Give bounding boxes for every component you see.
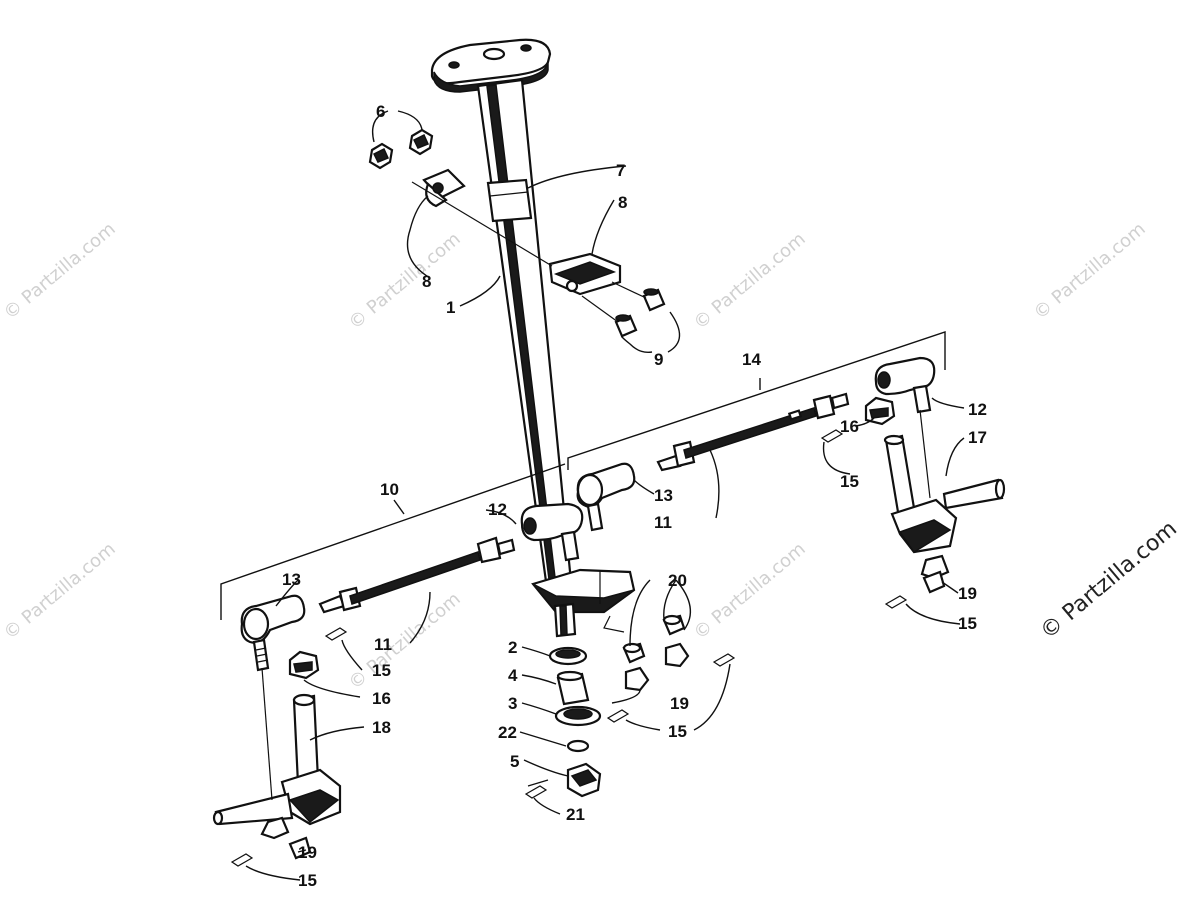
callout-10: 10 xyxy=(380,480,399,499)
callout-3: 3 xyxy=(508,694,517,713)
callout-labels: 6 7 8 8 1 9 14 10 12 12 16 17 15 13 11 1… xyxy=(282,102,987,890)
watermark: © Partzilla.com xyxy=(345,228,465,333)
callout-17: 17 xyxy=(968,428,987,447)
callout-15-center: 15 xyxy=(668,722,687,741)
callout-15-bottom: 15 xyxy=(298,871,317,890)
callout-4: 4 xyxy=(508,666,518,685)
callout-21: 21 xyxy=(566,805,585,824)
right-tie-rod xyxy=(576,356,936,532)
callout-15-lower-right: 15 xyxy=(958,614,977,633)
callout-22: 22 xyxy=(498,723,517,742)
callout-16-left: 16 xyxy=(372,689,391,708)
callout-16-right: 16 xyxy=(840,417,859,436)
callout-2: 2 xyxy=(508,638,517,657)
watermark: © Partzilla.com xyxy=(345,588,465,693)
callout-1: 1 xyxy=(446,298,455,317)
watermark: © Partzilla.com xyxy=(690,538,810,643)
callout-12-left: 12 xyxy=(488,500,507,519)
left-spindle xyxy=(212,650,342,840)
watermark: © Partzilla.com xyxy=(690,228,810,333)
watermark-primary: © Partzilla.com xyxy=(1036,516,1182,644)
cotter-pins xyxy=(230,429,908,867)
callout-13-left: 13 xyxy=(282,570,301,589)
upper-clamp-parts xyxy=(368,128,666,338)
callout-leaders xyxy=(245,110,965,881)
watermark: © Partzilla.com xyxy=(0,538,120,643)
callout-6: 6 xyxy=(376,102,385,121)
callout-13-right: 13 xyxy=(654,486,673,505)
callout-19-left: 19 xyxy=(298,843,317,862)
steering-column xyxy=(430,38,636,638)
right-spindle xyxy=(864,396,1006,580)
callout-19-center: 19 xyxy=(670,694,689,713)
tie-rod-brackets xyxy=(220,331,946,620)
callout-18: 18 xyxy=(372,718,391,737)
watermark: © Partzilla.com xyxy=(1030,218,1150,323)
callout-20: 20 xyxy=(668,571,687,590)
callout-9: 9 xyxy=(654,350,663,369)
callout-7: 7 xyxy=(616,161,625,180)
callout-15-upper-right: 15 xyxy=(840,472,859,491)
callout-19-right: 19 xyxy=(958,584,977,603)
watermark: © Partzilla.com xyxy=(0,218,120,323)
callout-11-left: 11 xyxy=(374,635,392,654)
lower-column-parts xyxy=(288,570,946,860)
callout-14: 14 xyxy=(742,350,761,369)
callout-8-left: 8 xyxy=(422,272,431,291)
callout-12-right: 12 xyxy=(968,400,987,419)
left-tie-rod xyxy=(240,502,584,672)
callout-15-left: 15 xyxy=(372,661,391,680)
callout-8-right: 8 xyxy=(618,193,627,212)
callout-5: 5 xyxy=(510,752,519,771)
callout-11-right: 11 xyxy=(654,513,672,532)
